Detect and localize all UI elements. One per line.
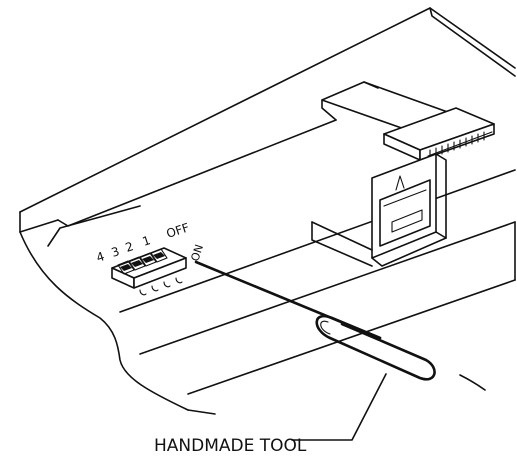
device-housing — [19, 7, 516, 415]
on-label: ON — [188, 243, 206, 263]
dip-switch-number: 1 — [141, 233, 153, 249]
ribbon-connector — [321, 81, 495, 161]
connector-pins — [429, 131, 485, 159]
handmade-tool-label: HANDMADE TOOL — [154, 436, 307, 456]
off-label: OFF — [165, 220, 192, 241]
phone-jack — [311, 153, 447, 267]
paper-clip-tool — [194, 260, 436, 381]
callout-leader — [291, 373, 387, 441]
dip-switch-number: 4 — [95, 249, 107, 265]
dip-switch-number: 2 — [124, 239, 136, 255]
dip-switch — [111, 247, 187, 296]
dip-switch-pins — [139, 277, 183, 296]
dip-switch-labels: 4 3 2 1 OFF ON — [95, 220, 206, 265]
dip-switch-number: 3 — [110, 244, 122, 260]
dip-switch-levers — [117, 248, 168, 275]
